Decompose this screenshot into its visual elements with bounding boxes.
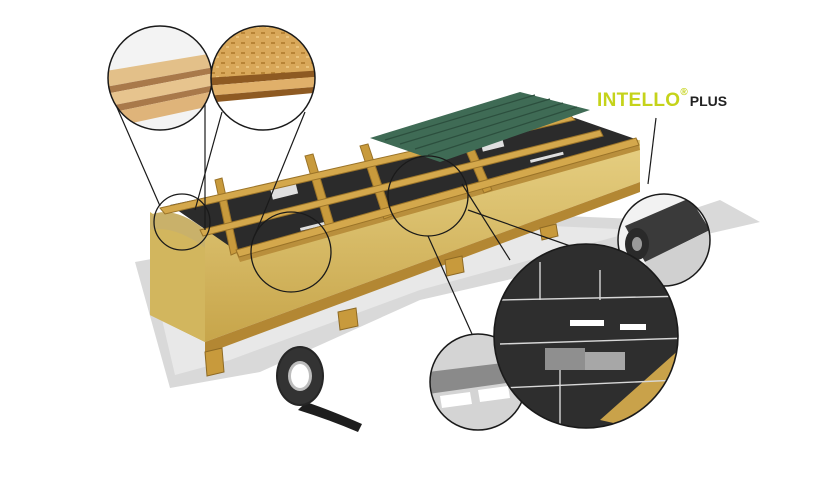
registered-mark: ® [680, 87, 688, 98]
brand-logo: INTELLO®PLUS [597, 87, 728, 112]
brand-suffix: PLUS [689, 93, 728, 109]
osb-detail [210, 25, 316, 131]
plywood-detail [107, 25, 213, 131]
leader-lines [111, 95, 657, 335]
support-blocks [204, 223, 559, 377]
tape-roll [276, 346, 362, 432]
brand-name: INTELLO [597, 90, 681, 111]
roof-body [150, 114, 640, 354]
roof-sheet [370, 92, 590, 162]
